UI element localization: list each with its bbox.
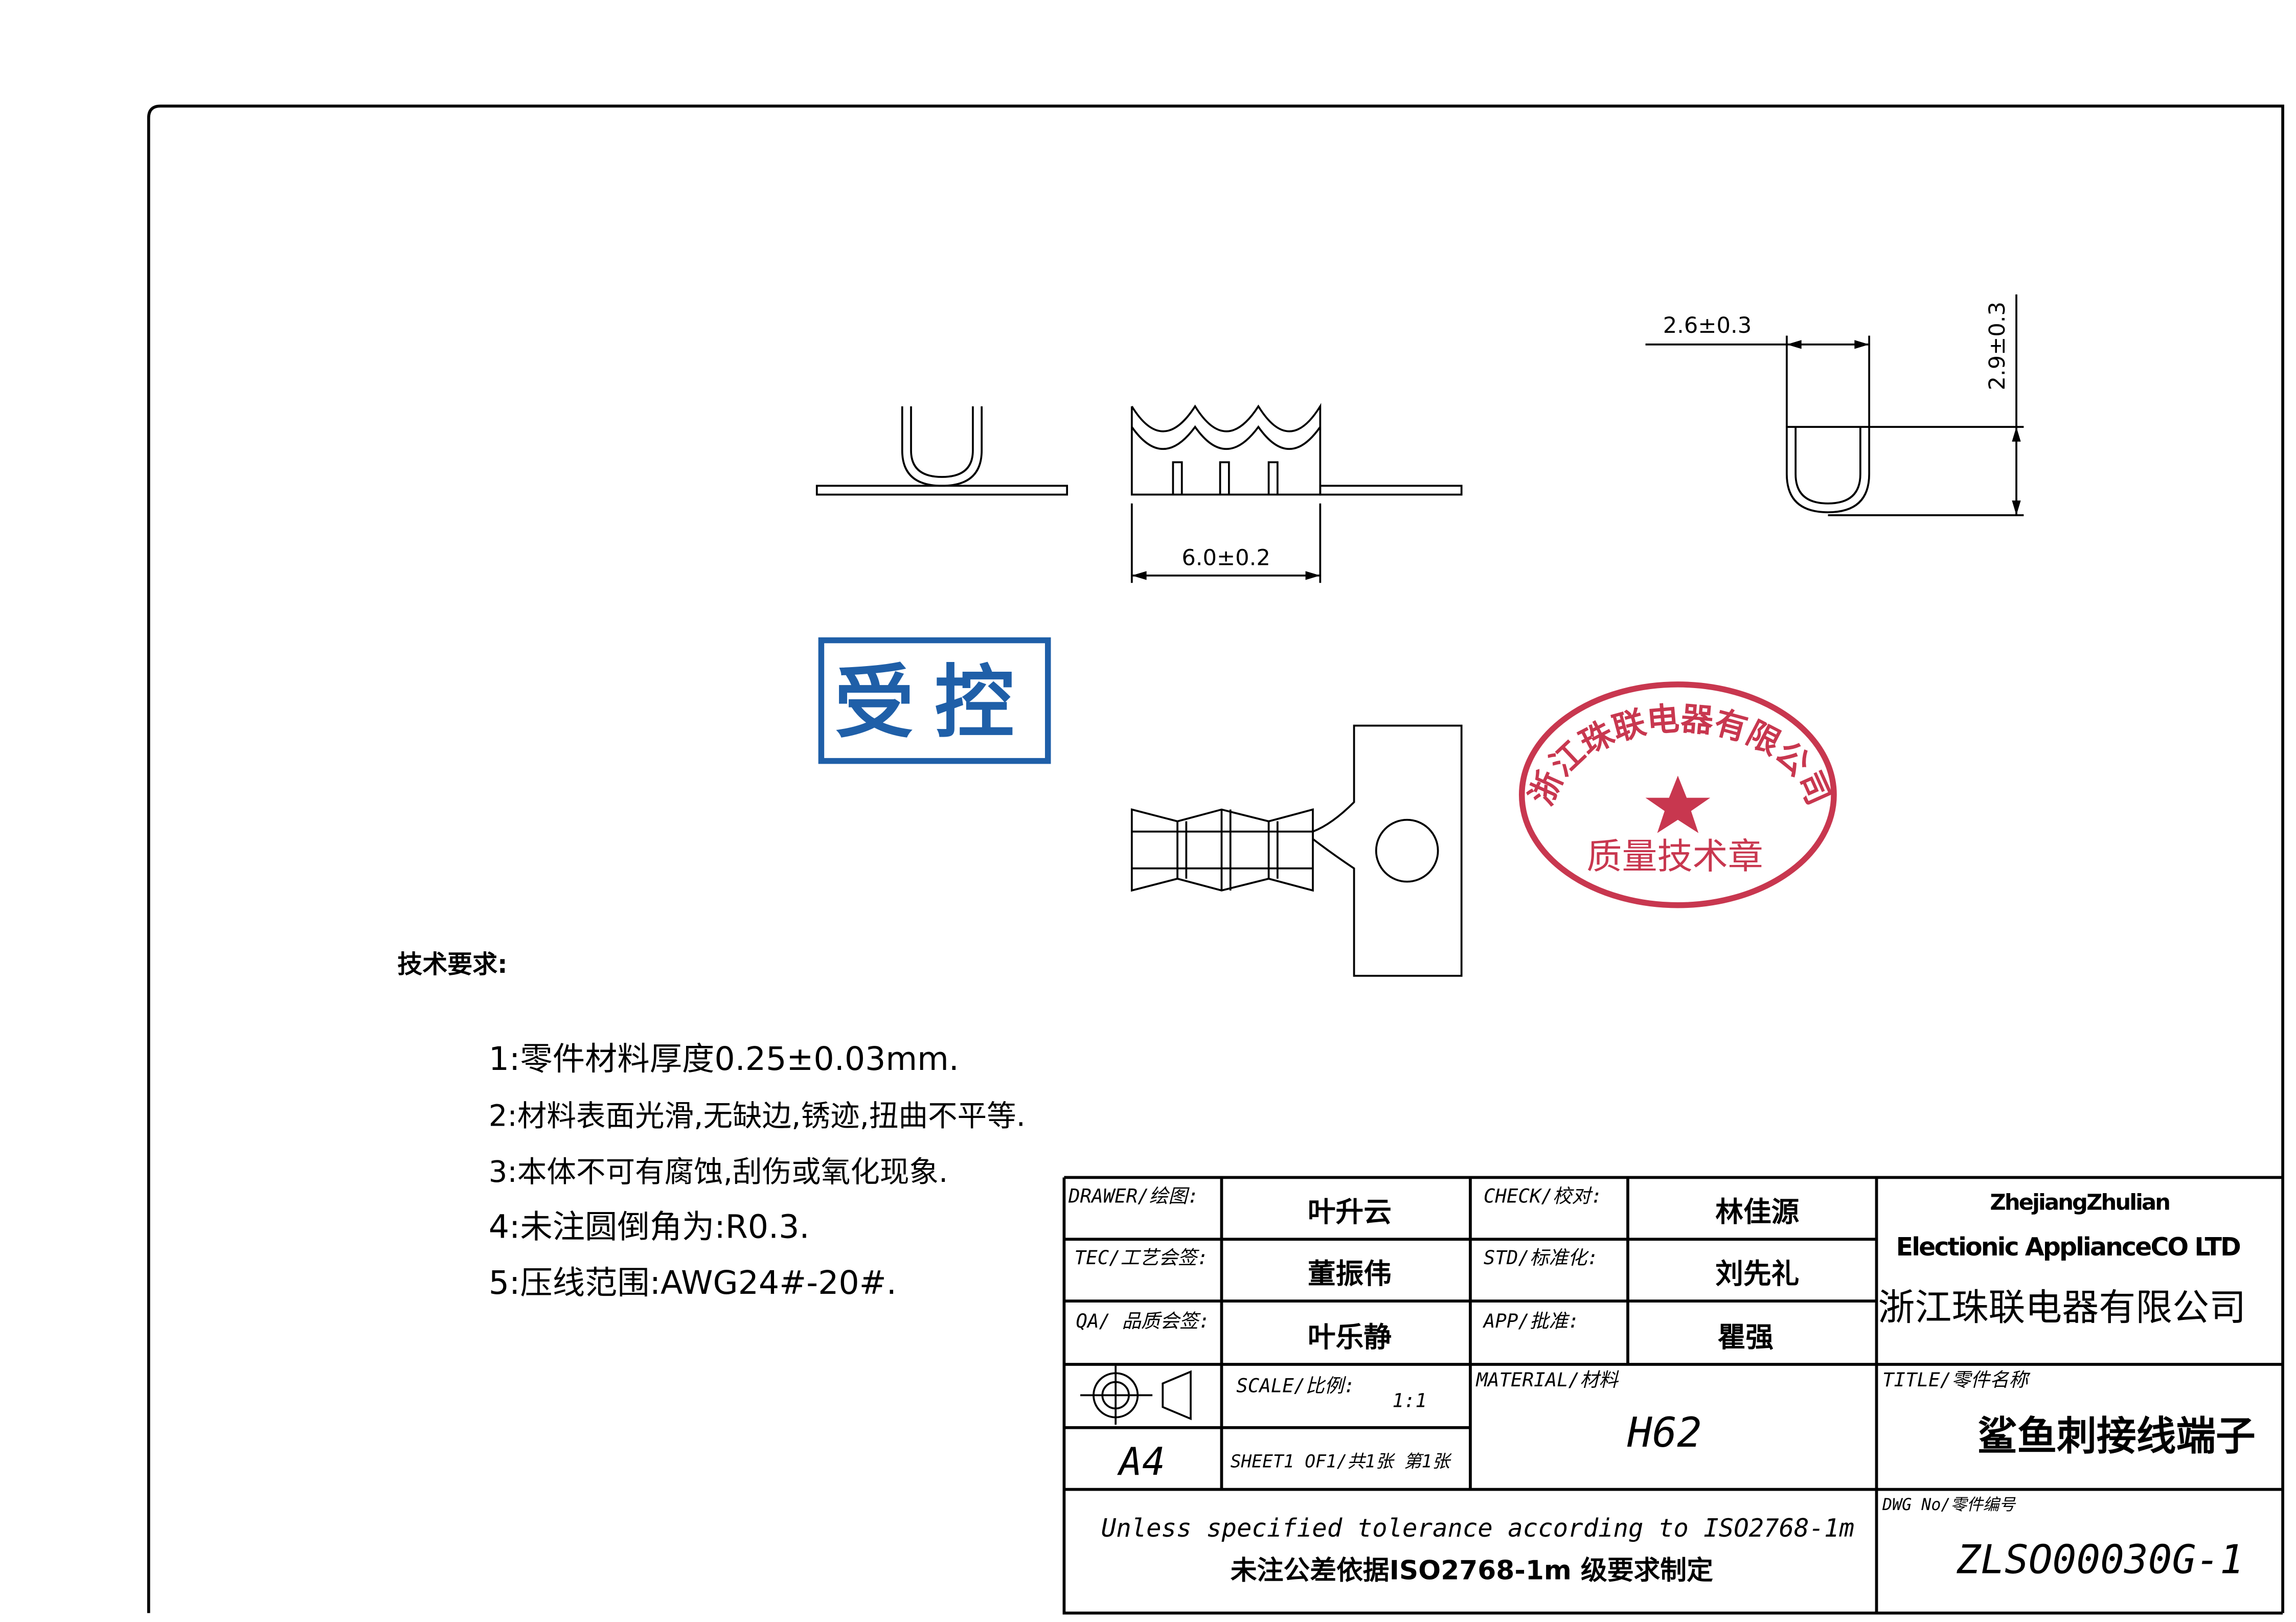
title-block-check: 林佳源 (1715, 1196, 1799, 1228)
title-block-tec: 董振伟 (1308, 1258, 1392, 1290)
title-block-drawer-label: DRAWER/绘图: (1068, 1184, 1199, 1207)
view-side-left (815, 406, 1069, 496)
note-2: 2:材料表面光滑,无缺边,锈迹,扭曲不平等. (489, 1099, 1026, 1133)
note-5: 5:压线范围:AWG24#-20#. (489, 1264, 897, 1301)
controlled-stamp: 受控 (818, 637, 1051, 764)
title-block-sheet: SHEET1 OF1/共1张 第1张 (1231, 1451, 1452, 1472)
dimension-u-width: 2.6±0.3 (1663, 313, 1752, 338)
title-block-std: 刘先礼 (1715, 1258, 1799, 1290)
title-block-scale: 1:1 (1392, 1389, 1427, 1411)
title-block-qa-label: QA/ 品质会签: (1076, 1310, 1210, 1332)
title-block-drawer: 叶升云 (1308, 1196, 1392, 1228)
title-block-company-cn: 浙江珠联电器有限公司 (1878, 1286, 2246, 1329)
title-block-paper: A4 (1117, 1440, 1165, 1484)
title-block-app-label: APP/批准: (1483, 1310, 1579, 1332)
note-1: 1:零件材料厚度0.25±0.03mm. (489, 1040, 959, 1078)
title-block-check-label: CHECK/校对: (1484, 1184, 1602, 1207)
dimension-width: 6.0±0.2 (1181, 545, 1270, 571)
title-block-std-label: STD/标准化: (1484, 1246, 1599, 1269)
title-block-material-label: MATERIAL/材料 (1475, 1368, 1619, 1391)
sheet-border (147, 104, 2284, 1613)
stamps-company-seal-bottom: 质量技术章 (1586, 836, 1763, 877)
title-block-material: H62 (1627, 1409, 1702, 1457)
title-block-tec-label: TEC/工艺会签: (1075, 1246, 1209, 1269)
notes-heading: 技术要求: (397, 950, 507, 979)
title-block-scale-label: SCALE/比例: (1236, 1375, 1355, 1397)
title-block-dwg-no: ZLSO00030G-1 (1956, 1537, 2244, 1583)
title-block-qa: 叶乐静 (1308, 1320, 1392, 1353)
note-3: 3:本体不可有腐蚀,刮伤或氧化现象. (489, 1155, 948, 1189)
view-front: 6.0±0.2 (1130, 403, 1463, 583)
dimension-u-height: 2.9±0.3 (1985, 302, 2010, 391)
title-block-title-label: TITLE/零件名称 (1882, 1368, 2031, 1391)
title-block-title: 鲨鱼刺接线端子 (1977, 1413, 2256, 1459)
stamps-controlled: 受控 (834, 655, 1034, 749)
title-block-tolerance-en: Unless specified tolerance according to … (1101, 1514, 1854, 1543)
view-top (1130, 724, 1463, 977)
title-block-company-en-2: Electionic ApplianceCO LTD (1896, 1232, 2240, 1262)
view-side-right: 2.6±0.3 2.9±0.3 (1645, 294, 2024, 516)
company-seal: 浙江珠联电器有限公司 质量技术章 (1518, 681, 1838, 908)
title-block-tolerance-cn: 未注公差依据ISO2768-1m 级要求制定 (1231, 1555, 1713, 1586)
note-4: 4:未注圆倒角为:R0.3. (489, 1207, 810, 1245)
title-block: DRAWER/绘图: 叶升云 CHECK/校对: 林佳源 TEC/工艺会签: 董… (1062, 1176, 2283, 1615)
projection-symbol-icon (1080, 1365, 1192, 1425)
title-block-dwg-label: DWG No/零件编号 (1882, 1496, 2016, 1514)
title-block-company-en-1: ZhejiangZhulian (1990, 1190, 2169, 1216)
technical-requirements: 技术要求: 1:零件材料厚度0.25±0.03mm. 2:材料表面光滑,无缺边,… (397, 950, 1026, 1301)
title-block-app: 瞿强 (1718, 1320, 1774, 1353)
